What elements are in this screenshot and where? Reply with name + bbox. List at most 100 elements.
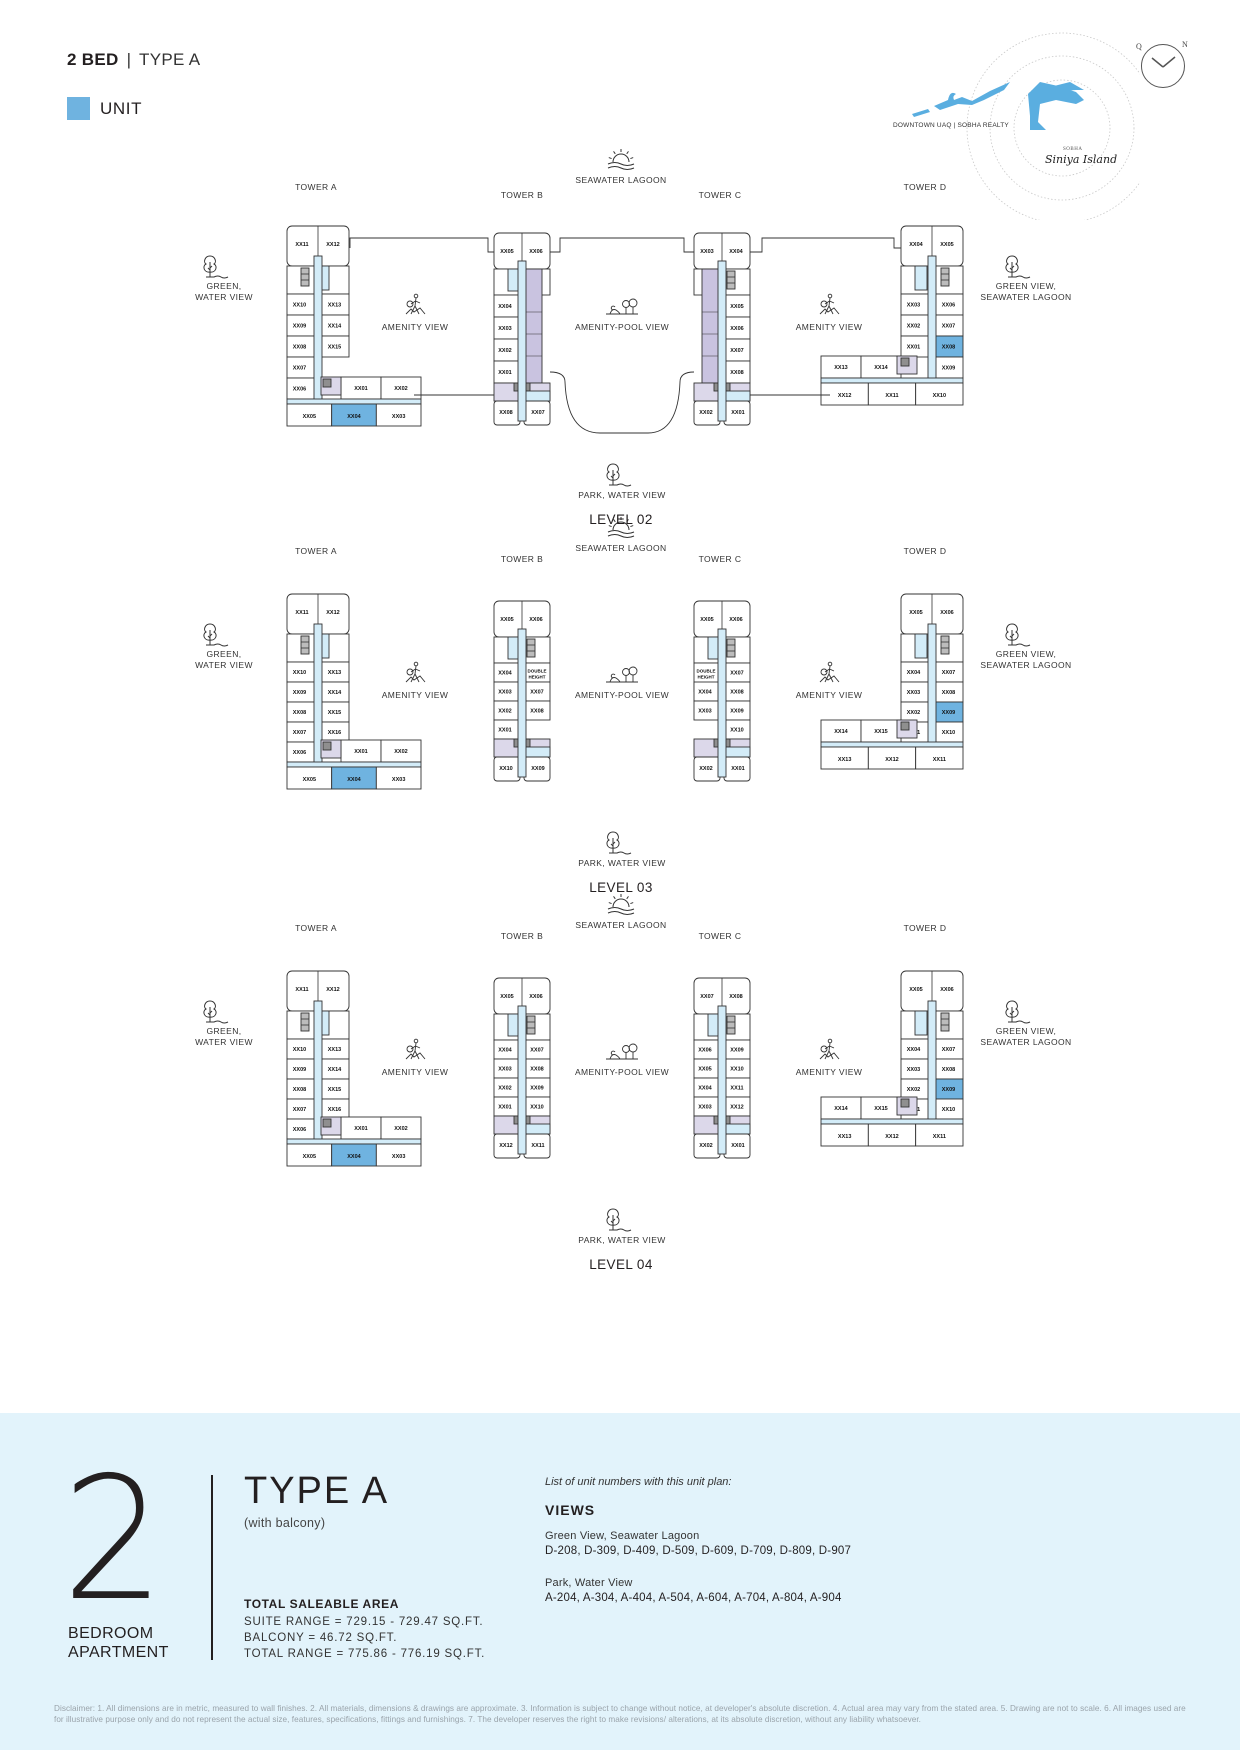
type-title: TYPE A [244,1470,390,1512]
unit-number: XX05 [500,617,513,623]
unit-number: XX15 [874,729,887,735]
unit-number: XX08 [729,994,742,1000]
unit-number: XX07 [293,366,306,372]
unit-number: XX01 [498,728,511,734]
stair-block [526,1015,536,1035]
unit-number: XX02 [498,348,511,354]
unit-number: XX02 [394,1126,407,1132]
unit-number: XX05 [303,1154,316,1160]
unit-number: XX01 [731,410,744,416]
corridor [717,260,727,422]
unit-number: XX10 [942,1107,955,1113]
unit-number: XX13 [838,1134,851,1140]
compass-letter-n: N [1182,40,1188,49]
unit-number: XX04 [907,1047,921,1053]
unit-number: XX06 [940,987,953,993]
unit-number: XX12 [838,393,851,399]
unit-number: XX10 [942,730,955,736]
stair-block [526,638,536,658]
double-height-block [701,268,720,384]
wing-corridor [820,1118,964,1125]
unit-number: XX03 [498,690,511,696]
view-label-left: GREEN,WATER VIEW [195,281,253,303]
unit-number: XX08 [730,370,743,376]
amenity-pool-view-label: AMENITY-POOL VIEW [574,690,670,700]
unit-number: XX03 [907,303,920,309]
stair-block [726,1015,736,1035]
park-view-icon [606,831,632,855]
tower-label-c: TOWER C [698,931,742,941]
unit-number: XX04 [909,242,923,248]
corridor [517,628,527,778]
unit-number: XX07 [942,1047,955,1053]
double-height-label: HEIGHT [528,675,545,680]
unit-number: XX02 [498,1086,511,1092]
unit-number: XX07 [730,348,743,354]
stairs-core [940,267,950,287]
unit-number: XX03 [698,1105,711,1111]
unit-number: XX11 [885,393,898,399]
lift-core [900,1098,910,1108]
view-label-right-line: SEAWATER LAGOON [980,1037,1072,1047]
bedroom-count: 2 [62,1441,165,1639]
level-title: LEVEL 02 [589,512,653,527]
bedroom-apartment-label: BEDROOM APARTMENT [68,1624,169,1662]
stairs-core [300,1012,310,1032]
green-view-icon [203,255,229,279]
unit-number: XX06 [293,387,306,393]
suite-range: SUITE RANGE = 729.15 - 729.47 SQ.FT. [244,1616,484,1628]
corridor [517,1005,527,1155]
lobby [524,746,551,758]
amenity-view-label: AMENITY VIEW [381,322,449,332]
stairs-core [940,635,950,655]
unit-number: XX09 [531,766,544,772]
podium-outline [550,237,694,253]
unit [375,766,422,790]
unit-number: XX05 [909,987,922,993]
view-label-left-line: GREEN, [206,649,242,659]
amenity-pool-view-label: AMENITY-POOL VIEW [574,322,670,332]
unit-number: XX03 [392,777,405,783]
key-plan-ring-middle [989,55,1135,201]
amenity-person-icon [819,661,840,683]
unit-number: XX01 [731,766,744,772]
unit-number: XX03 [392,414,405,420]
island-map-icon [912,82,1084,130]
lift-core [900,357,910,367]
view-label-left-line: WATER VIEW [195,660,253,670]
view-group-name: Green View, Seawater Lagoon [545,1530,700,1542]
unit-number: XX02 [907,324,920,330]
tower-label-a: TOWER A [295,923,337,933]
view-label-right-line: GREEN VIEW, [995,649,1057,659]
unit-number: XX14 [874,365,888,371]
view-label-right: GREEN VIEW,SEAWATER LAGOON [980,649,1071,671]
unit-number: XX02 [498,709,511,715]
unit-number: XX12 [326,987,339,993]
stairs-core [526,1015,536,1035]
unit-number: XX09 [730,709,743,715]
stairs-core [726,270,736,290]
unit-number: XX16 [328,1107,341,1113]
view-label-left-line: GREEN, [206,281,242,291]
corridor [927,1000,937,1140]
wing-corridor [286,398,422,405]
stairs-core [726,1015,736,1035]
unit-number: XX03 [498,326,511,332]
amenity-person-icon [405,293,426,315]
unit-number: XX07 [530,1048,543,1054]
view-label-left-line: WATER VIEW [195,292,253,302]
wing-corridor [820,741,964,748]
lift-lobby [914,633,928,659]
unit-number: XX07 [942,670,955,676]
unit-number: XX09 [942,710,955,716]
unit-number: XX10 [730,1067,743,1073]
unit-number: XX07 [530,690,543,696]
unit-number: XX02 [699,1143,712,1149]
wing-corridor [820,377,964,384]
unit-number: XX09 [293,1067,306,1073]
unit-number: XX13 [328,303,341,309]
green-view-icon [203,1000,229,1024]
type-subtitle: (with balcony) [244,1516,326,1530]
